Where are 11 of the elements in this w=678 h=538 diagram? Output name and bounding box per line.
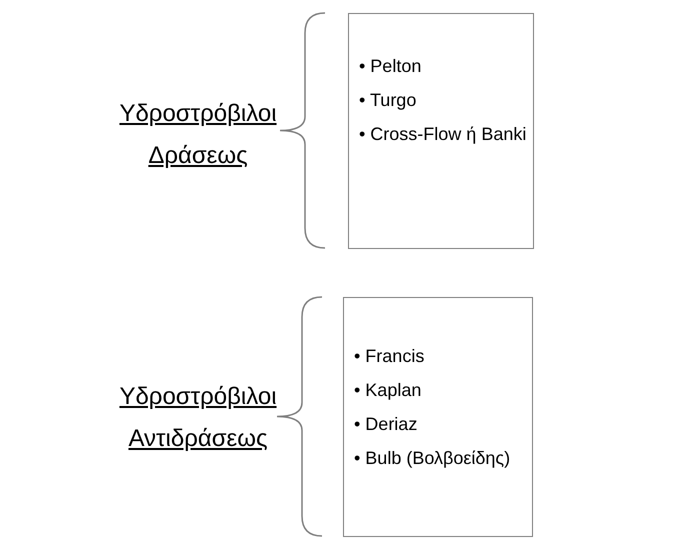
list-box	[348, 13, 534, 249]
list-item: • Cross-Flow ή Banki	[359, 123, 526, 146]
list-item: • Pelton	[359, 55, 422, 78]
list-item: • Francis	[354, 345, 426, 368]
list-item: • Deriaz	[354, 413, 418, 436]
list-item: • Turgo	[359, 89, 418, 112]
heading: Υδροστρόβιλοι Δράσεως	[118, 99, 278, 171]
list-item: • Bulb (Βολβοείδης)	[354, 447, 510, 470]
list-box	[343, 297, 533, 537]
list-item: • Kaplan	[354, 379, 422, 402]
heading: Υδροστρόβιλοι Αντιδράσεως	[118, 382, 278, 454]
